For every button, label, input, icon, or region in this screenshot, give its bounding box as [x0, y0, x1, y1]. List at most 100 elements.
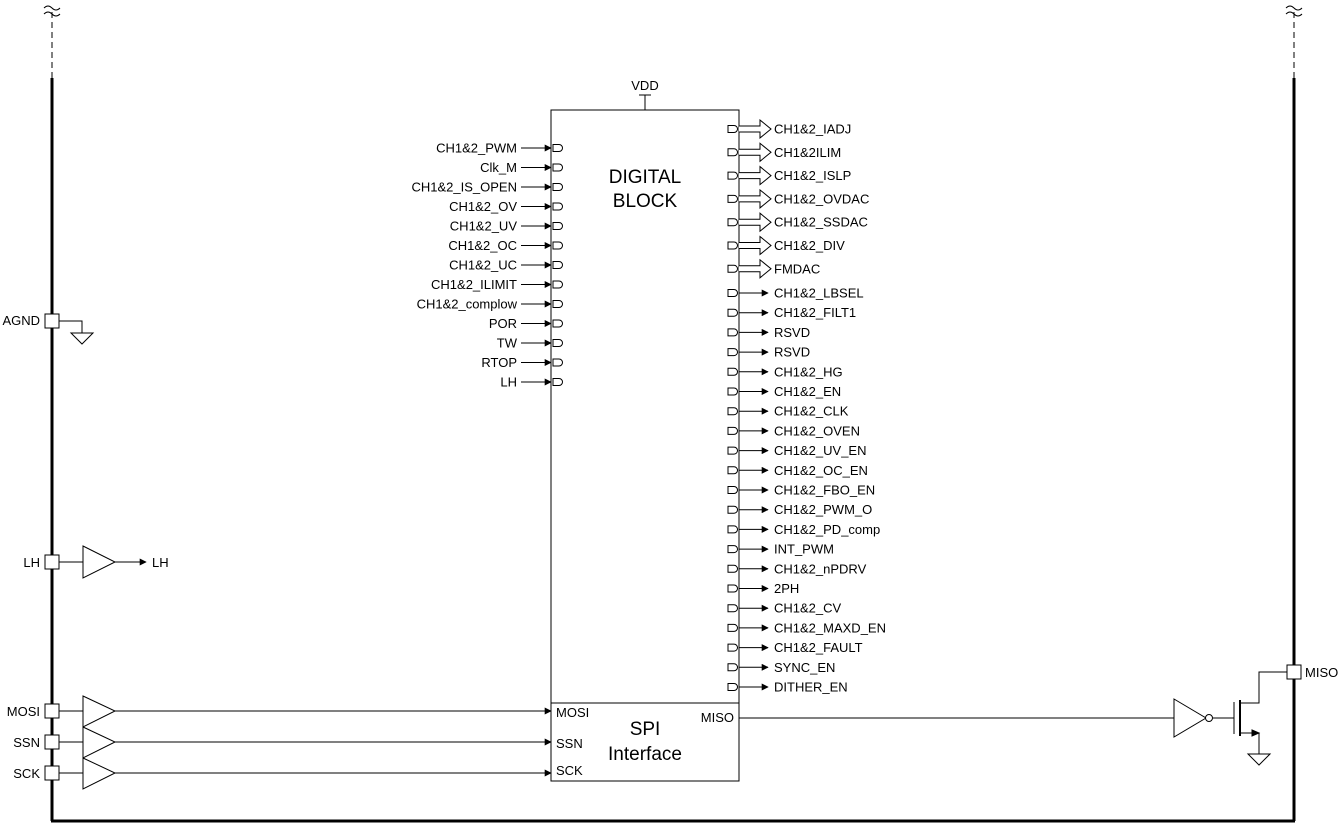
input-label: CH1&2_OC: [448, 238, 517, 253]
spi-title-2: Interface: [608, 744, 682, 765]
drain-wire: [1240, 671, 1287, 704]
bus-arrow-icon: [739, 258, 772, 279]
input-port-icon: [552, 378, 563, 386]
input-port-icon: [552, 300, 563, 308]
input-label: CH1&2_PWM: [436, 141, 517, 156]
lh-pin: [44, 554, 60, 570]
bus-port-icon: [727, 125, 738, 133]
spi-ssn-port: SSN: [556, 736, 583, 751]
bus-output-label: CH1&2_OVDAC: [774, 191, 869, 206]
input-signals: CH1&2_PWM Clk_M CH1&2_IS_OPEN CH1&2_OV CH1&2…: [412, 141, 563, 390]
spi-title-1: SPI: [630, 719, 661, 740]
output-port-icon: [727, 643, 738, 652]
input-label: CH1&2_ILIMIT: [431, 277, 517, 292]
output-label: SYNC_EN: [774, 660, 835, 675]
output-port-icon: [727, 367, 738, 376]
input-label: CH1&2_UC: [449, 258, 517, 273]
ssn-pin: [44, 734, 60, 750]
digital-block: [550, 109, 740, 704]
output-label: CH1&2_nPDRV: [774, 561, 867, 576]
lh-output-label: LH: [152, 555, 169, 570]
output-port-icon: [727, 289, 738, 297]
output-port-icon: [727, 328, 738, 337]
bus-port-icon: [727, 264, 738, 273]
miso-inverter-icon: [1173, 698, 1207, 738]
ssn-pin-label: SSN: [13, 735, 40, 750]
bus-output-signals: CH1&2_IADJCH1&2ILIMCH1&2_ISLPCH1&2_OVDAC…: [727, 118, 869, 279]
input-port-icon: [552, 144, 563, 152]
digital-block-title-2: BLOCK: [613, 191, 678, 212]
sck-pin-label: SCK: [13, 766, 40, 781]
output-port-icon: [727, 584, 738, 593]
bus-port-icon: [727, 218, 738, 227]
bus-output-label: CH1&2_ISLP: [774, 168, 851, 183]
input-port-icon: [552, 222, 563, 230]
bus-arrow-icon: [739, 188, 772, 209]
agnd-wire: [59, 320, 83, 333]
sck-pin: [44, 765, 60, 781]
input-label: Clk_M: [480, 160, 517, 175]
output-port-icon: [727, 623, 738, 632]
output-label: CH1&2_FBO_EN: [774, 483, 875, 498]
lh-buffer-icon: [82, 545, 117, 579]
bus-arrow-icon: [739, 142, 772, 163]
output-port-icon: [727, 604, 738, 613]
input-label: CH1&2_OV: [449, 199, 517, 214]
input-label: RTOP: [481, 355, 517, 370]
bus-port-icon: [727, 171, 738, 180]
lh-pin-label: LH: [23, 555, 40, 570]
inverter-bubble: [1205, 714, 1213, 722]
input-port-icon: [552, 261, 563, 269]
output-port-icon: [727, 683, 738, 691]
input-label: POR: [489, 316, 517, 331]
output-label: CH1&2_FAULT: [774, 640, 863, 655]
bus-port-icon: [727, 194, 738, 203]
source-wire: [1240, 732, 1260, 754]
digital-block-title-1: DIGITAL: [609, 167, 682, 188]
input-port-icon: [552, 163, 563, 172]
output-label: CH1&2_CLK: [774, 404, 849, 419]
input-port-icon: [552, 319, 563, 328]
source-arrow-icon: [1251, 729, 1261, 737]
output-port-icon: [727, 308, 738, 317]
bus-port-icon: [727, 148, 738, 157]
miso-pin: [1286, 664, 1302, 680]
output-port-icon: [727, 446, 738, 455]
input-label: CH1&2_IS_OPEN: [412, 180, 518, 195]
output-port-icon: [727, 663, 738, 672]
mosi-buffer-icon: [82, 695, 117, 728]
input-port-icon: [552, 339, 563, 347]
sck-buffer-icon: [82, 757, 117, 790]
input-port-icon: [552, 241, 563, 250]
input-label: TW: [497, 336, 518, 351]
spi-sck-port: SCK: [556, 763, 583, 778]
output-label: DITHER_EN: [774, 680, 848, 695]
output-port-icon: [727, 466, 738, 475]
spi-miso-port: MISO: [701, 710, 734, 725]
input-port-icon: [552, 358, 563, 367]
output-label: CH1&2_MAXD_EN: [774, 620, 886, 635]
output-label: CH1&2_PWM_O: [774, 502, 872, 517]
output-port-icon: [727, 505, 738, 514]
output-label: CH1&2_FILT1: [774, 305, 856, 320]
output-label: INT_PWM: [774, 542, 834, 557]
output-label: CH1&2_LBSEL: [774, 286, 864, 301]
output-label: CH1&2_CV: [774, 601, 842, 616]
bus-arrow-icon: [739, 118, 772, 140]
bus-output-label: CH1&2ILIM: [774, 145, 841, 160]
miso-pin-label: MISO: [1305, 665, 1338, 680]
output-label: CH1&2_EN: [774, 384, 841, 399]
agnd-pin: [44, 313, 60, 329]
output-label: 2PH: [774, 581, 799, 596]
agnd-pin-label: AGND: [2, 313, 40, 328]
output-port-icon: [727, 348, 738, 357]
mosi-pin-label: MOSI: [7, 704, 40, 719]
output-label: RSVD: [774, 345, 810, 360]
input-port-icon: [552, 280, 563, 289]
spi-mosi-port: MOSI: [556, 705, 589, 720]
output-port-icon: [727, 426, 738, 435]
output-label: CH1&2_OVEN: [774, 423, 860, 438]
output-port-icon: [727, 525, 738, 534]
output-label: CH1&2_HG: [774, 364, 843, 379]
